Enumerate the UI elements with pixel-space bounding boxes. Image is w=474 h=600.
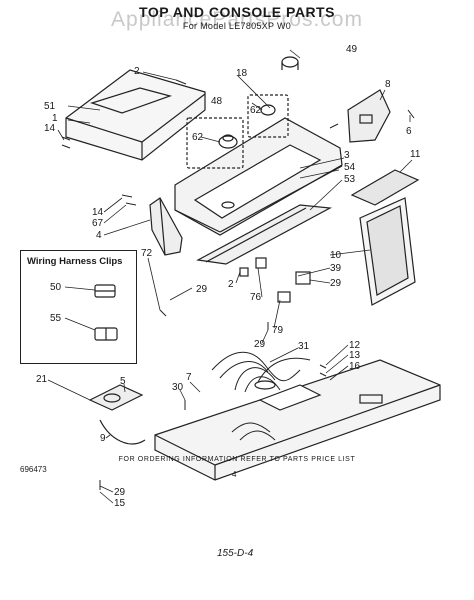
callout-14: 14 — [44, 123, 56, 134]
callout-29a: 29 — [330, 278, 342, 289]
callout-31: 31 — [298, 341, 310, 352]
callout-79: 79 — [272, 325, 284, 336]
callout-7: 7 — [186, 372, 192, 383]
callout-39: 39 — [330, 263, 342, 274]
diagram-subtitle: For Model LE7805XP W0 — [182, 21, 292, 31]
callout-6: 6 — [406, 126, 412, 137]
callout-29c: 29 — [254, 339, 266, 350]
wiring-harness-inset — [20, 250, 137, 364]
ordering-note: FOR ORDERING INFORMATION REFER TO PARTS … — [118, 456, 356, 463]
callout-67: 67 — [92, 218, 104, 229]
document-code: 696473 — [20, 465, 47, 474]
knob-49-part — [281, 56, 299, 70]
callout-8: 8 — [385, 79, 391, 90]
knob-assembly-upper-part — [247, 94, 289, 138]
callout-29b: 29 — [196, 284, 208, 295]
callout-13: 13 — [349, 350, 361, 361]
callout-54: 54 — [344, 162, 356, 173]
callout-50: 50 — [50, 282, 62, 293]
callout-11: 11 — [410, 149, 421, 160]
callout-2: 2 — [134, 66, 140, 77]
callout-62a: 62 — [250, 105, 262, 116]
callout-10: 10 — [330, 250, 342, 261]
callout-72: 72 — [141, 248, 153, 259]
wiring-harness-inset-title: Wiring Harness Clips — [27, 256, 123, 267]
callout-15: 15 — [114, 498, 126, 509]
callout-53: 53 — [344, 174, 356, 185]
leader-lines — [47, 49, 413, 504]
callout-5: 5 — [120, 376, 126, 387]
lint-cover-part — [350, 169, 420, 206]
diagram-title: TOP AND CONSOLE PARTS — [139, 4, 335, 20]
wiring-harness-part — [211, 351, 311, 441]
callout-55: 55 — [50, 313, 62, 324]
clip-50-part — [94, 284, 116, 298]
clip-55-part — [94, 327, 118, 341]
callout-2b: 2 — [228, 279, 234, 290]
callout-14b: 14 — [92, 207, 104, 218]
callout-29d: 29 — [114, 487, 126, 498]
callout-9: 9 — [100, 433, 106, 444]
callout-12: 12 — [349, 340, 361, 351]
callout-49: 49 — [346, 44, 358, 55]
callout-21: 21 — [36, 374, 48, 385]
callout-62b: 62 — [192, 132, 204, 143]
console-trim-part — [196, 204, 333, 265]
console-end-cap-part — [149, 197, 183, 256]
handwritten-code: 155-D-4 — [217, 548, 254, 559]
callout-1: 1 — [52, 113, 58, 124]
page-number: 4 — [232, 470, 237, 479]
callout-48: 48 — [211, 96, 223, 107]
callout-76: 76 — [250, 292, 262, 303]
callout-16: 16 — [349, 361, 361, 372]
timer-assembly-part — [88, 384, 146, 445]
callout-18: 18 — [236, 68, 248, 79]
console-panel-part — [174, 117, 343, 236]
rear-panel-part — [65, 69, 206, 161]
callout-51: 51 — [44, 101, 56, 112]
callout-labels: 2 49 18 8 51 1 14 48 62 62 6 3 54 53 11 … — [36, 44, 421, 509]
callout-3: 3 — [344, 150, 350, 161]
screw-hardware — [61, 79, 415, 490]
callout-30: 30 — [172, 382, 184, 393]
right-end-cap-part — [347, 89, 391, 143]
top-panel-part — [154, 359, 441, 481]
watermark-text: AppliancePartsPros.com — [111, 8, 363, 31]
callout-4: 4 — [96, 230, 102, 241]
lint-screen-part — [359, 197, 416, 306]
